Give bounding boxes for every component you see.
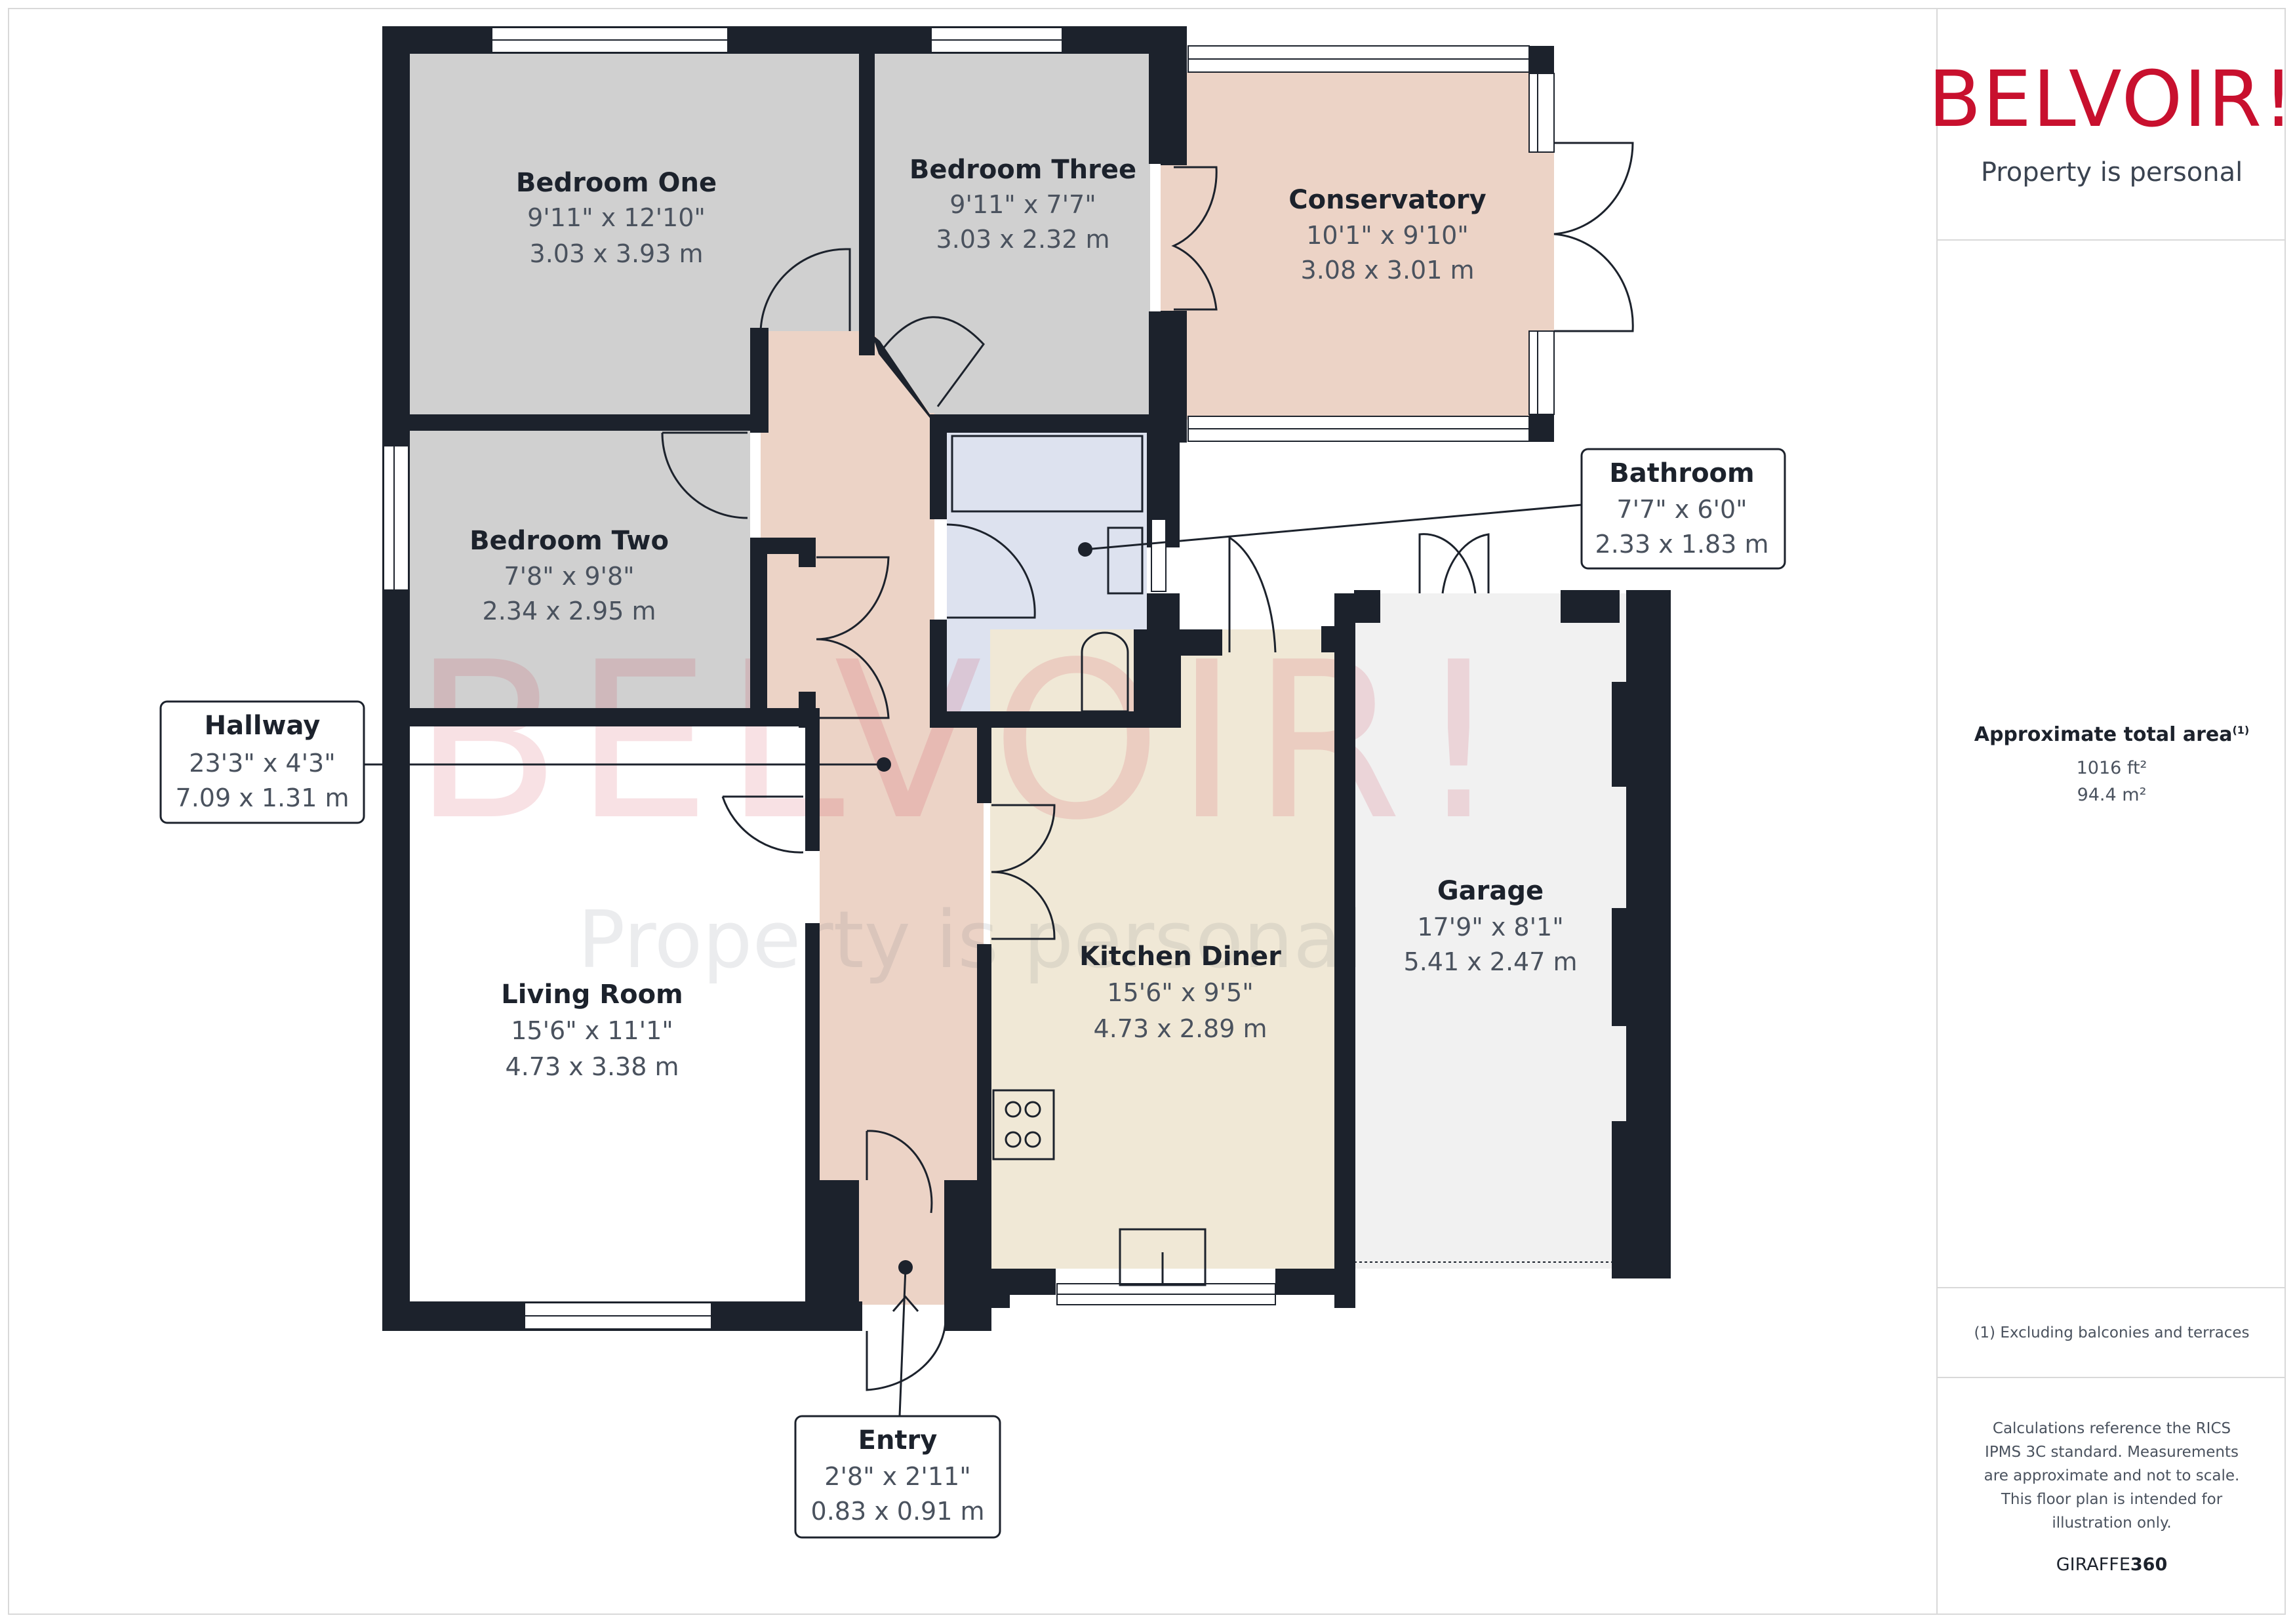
area-imperial: 1016 ft² bbox=[2076, 757, 2147, 778]
conservatory-doorway bbox=[1161, 165, 1188, 311]
svg-text:Conservatory: Conservatory bbox=[1288, 185, 1486, 215]
conservatory-floor bbox=[1187, 72, 1554, 420]
svg-text:3.08 x 3.01 m: 3.08 x 3.01 m bbox=[1301, 256, 1475, 285]
callout-entry[interactable]: Entry 2'8" x 2'11" 0.83 x 0.91 m bbox=[794, 1260, 1001, 1539]
svg-text:Hallway: Hallway bbox=[205, 711, 321, 741]
kitchen-diner-floor bbox=[990, 629, 1334, 1269]
disclaimer-text: Calculations reference the RICS IPMS 3C … bbox=[1984, 1420, 2240, 1532]
doors bbox=[661, 142, 1634, 1391]
bedroom-two-floor bbox=[409, 429, 750, 708]
footnote-text: (1) Excluding balconies and terraces bbox=[1974, 1324, 2250, 1341]
brand-tagline: Property is personal bbox=[1980, 157, 2243, 188]
room-bedroom-one[interactable]: Bedroom One 9'11" x 12'10" 3.03 x 3.93 m bbox=[516, 168, 717, 268]
svg-text:2.34 x 2.95 m: 2.34 x 2.95 m bbox=[483, 597, 656, 625]
svg-text:2.33 x 1.83 m: 2.33 x 1.83 m bbox=[1595, 530, 1769, 559]
area-metric: 94.4 m² bbox=[2077, 784, 2147, 805]
room-garage[interactable]: Garage 17'9" x 8'1" 5.41 x 2.47 m bbox=[1404, 876, 1578, 976]
svg-text:15'6" x 9'5": 15'6" x 9'5" bbox=[1107, 978, 1253, 1007]
svg-text:3.03 x 3.93 m: 3.03 x 3.93 m bbox=[530, 239, 704, 268]
svg-text:7'8" x 9'8": 7'8" x 9'8" bbox=[504, 562, 634, 591]
svg-text:7.09 x 1.31 m: 7.09 x 1.31 m bbox=[176, 783, 349, 812]
room-bedroom-three[interactable]: Bedroom Three 9'11" x 7'7" 3.03 x 2.32 m bbox=[909, 155, 1136, 254]
footnote-section: (1) Excluding balconies and terraces bbox=[1938, 1288, 2286, 1378]
svg-text:9'11" x 7'7": 9'11" x 7'7" bbox=[949, 190, 1096, 219]
svg-text:Bedroom Two: Bedroom Two bbox=[469, 526, 669, 556]
callout-hallway[interactable]: Hallway 23'3" x 4'3" 7.09 x 1.31 m bbox=[159, 700, 891, 824]
room-kitchen-diner[interactable]: Kitchen Diner 15'6" x 9'5" 4.73 x 2.89 m bbox=[1079, 941, 1281, 1043]
bath-fixture bbox=[951, 435, 1144, 513]
svg-text:23'3" x 4'3": 23'3" x 4'3" bbox=[189, 749, 335, 778]
room-bedroom-two[interactable]: Bedroom Two 7'8" x 9'8" 2.34 x 2.95 m bbox=[469, 526, 669, 625]
area-section: Approximate total area(1) 1016 ft² 94.4 … bbox=[1938, 241, 2286, 1288]
room-conservatory[interactable]: Conservatory 10'1" x 9'10" 3.08 x 3.01 m bbox=[1288, 185, 1486, 285]
room-living-room[interactable]: Living Room 15'6" x 11'1" 4.73 x 3.38 m bbox=[501, 980, 683, 1081]
svg-text:7'7" x 6'0": 7'7" x 6'0" bbox=[1616, 495, 1747, 524]
windows bbox=[383, 27, 1555, 1330]
page-frame bbox=[8, 8, 2286, 1615]
toilet-fixture bbox=[1081, 631, 1129, 713]
svg-text:Living Room: Living Room bbox=[501, 980, 683, 1010]
svg-text:9'11" x 12'10": 9'11" x 12'10" bbox=[527, 203, 706, 232]
svg-text:17'9" x 8'1": 17'9" x 8'1" bbox=[1417, 913, 1563, 941]
svg-text:Garage: Garage bbox=[1437, 876, 1544, 906]
svg-text:0.83 x 0.91 m: 0.83 x 0.91 m bbox=[811, 1497, 985, 1526]
brand-logo: BELVOIR! bbox=[1928, 53, 2295, 144]
hallway-floor bbox=[761, 331, 984, 1305]
garage-floor bbox=[1354, 593, 1626, 1269]
svg-text:4.73 x 2.89 m: 4.73 x 2.89 m bbox=[1094, 1014, 1267, 1043]
hob-fixture bbox=[992, 1089, 1055, 1160]
disclaimer-section: Calculations reference the RICS IPMS 3C … bbox=[1938, 1378, 2286, 1614]
fixtures bbox=[951, 435, 1618, 1286]
watermark-logo: BELVOIR! bbox=[412, 616, 1515, 867]
svg-text:10'1" x 9'10": 10'1" x 9'10" bbox=[1306, 221, 1469, 250]
total-area-title: Approximate total area(1) bbox=[1974, 723, 2250, 746]
giraffe360-credit: GIRAFFE360 bbox=[2056, 1555, 2168, 1575]
svg-text:3.03 x 2.32 m: 3.03 x 2.32 m bbox=[936, 225, 1110, 254]
svg-text:Entry: Entry bbox=[858, 1425, 938, 1456]
basin-fixture bbox=[1107, 526, 1144, 595]
brand-section: BELVOIR! Property is personal bbox=[1928, 8, 2294, 241]
svg-text:4.73 x 3.38 m: 4.73 x 3.38 m bbox=[506, 1052, 679, 1081]
svg-text:Bedroom Three: Bedroom Three bbox=[909, 155, 1136, 185]
svg-text:15'6" x 11'1": 15'6" x 11'1" bbox=[511, 1016, 673, 1045]
info-sidebar: BELVOIR! Property is personal Approximat… bbox=[1928, 8, 2294, 1615]
footnote-marker: (1) bbox=[2232, 723, 2250, 736]
callout-bathroom[interactable]: Bathroom 7'7" x 6'0" 2.33 x 1.83 m bbox=[1078, 448, 1786, 570]
svg-text:5.41 x 2.47 m: 5.41 x 2.47 m bbox=[1404, 947, 1578, 976]
svg-text:2'8" x 2'11": 2'8" x 2'11" bbox=[824, 1462, 970, 1491]
bedroom-three-floor bbox=[875, 54, 1150, 414]
watermark-tagline: Property is personal bbox=[578, 895, 1363, 986]
svg-text:Bathroom: Bathroom bbox=[1609, 458, 1754, 488]
svg-text:Kitchen Diner: Kitchen Diner bbox=[1079, 941, 1281, 972]
svg-text:Bedroom One: Bedroom One bbox=[516, 168, 717, 198]
